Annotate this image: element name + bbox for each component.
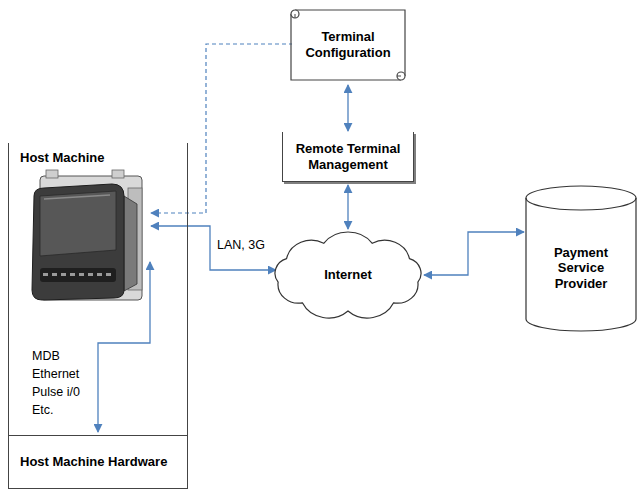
scroll-curl — [291, 10, 299, 18]
cylinder-body — [526, 186, 636, 331]
node-text: Terminal Configuration — [299, 29, 397, 60]
signal-name: Etc. — [31, 403, 55, 418]
connector-group — [348, 85, 524, 275]
signal-name: Ethernet — [31, 367, 80, 382]
terminal-body — [32, 184, 124, 300]
cloud-path — [275, 232, 421, 318]
terminal-highlight — [44, 195, 110, 199]
container-box: Host MachineHost Machine Hardware — [8, 143, 188, 489]
hardware-band: Host Machine Hardware — [9, 435, 187, 487]
bracket-tab — [112, 170, 124, 178]
cloud-shape: Internet — [273, 230, 423, 320]
cloud-outline — [273, 230, 423, 320]
led-dots — [42, 272, 114, 278]
node-text: Host Machine — [20, 150, 105, 166]
payment-terminal-illustration — [32, 170, 142, 300]
scroll-fill — [292, 11, 404, 79]
process-box: Remote Terminal Management — [282, 132, 414, 182]
node-text: Internet — [324, 267, 372, 283]
scroll-curl — [397, 72, 405, 80]
node-text: Host Machine Hardware — [20, 454, 167, 470]
network-wire — [151, 226, 276, 270]
terminal-face — [40, 191, 116, 256]
signal-name: Pulse i/0 — [31, 385, 81, 400]
link-label: LAN, 3G — [216, 238, 266, 253]
bracket-tab — [46, 170, 58, 178]
led-strip — [40, 268, 116, 282]
hardware-wire — [98, 262, 150, 432]
connector-arrow — [347, 85, 348, 131]
config-dashed-wire — [151, 44, 293, 213]
node-text: Payment Service Provider — [533, 245, 629, 292]
cylinder-outline — [525, 186, 637, 332]
connector-arrow — [347, 185, 348, 229]
scroll-curl-line — [295, 14, 401, 76]
scroll-body — [291, 10, 405, 80]
config-document: Terminal Configuration — [289, 8, 407, 82]
signal-name: MDB — [31, 349, 61, 364]
database-cylinder: Payment Service Provider — [525, 186, 637, 332]
cylinder-rim — [526, 198, 636, 210]
mounting-bracket — [40, 176, 142, 300]
terminal-side — [124, 196, 137, 291]
node-text: Remote Terminal Management — [291, 141, 405, 172]
connector-arrow — [424, 232, 524, 275]
scroll-outline — [289, 8, 407, 82]
